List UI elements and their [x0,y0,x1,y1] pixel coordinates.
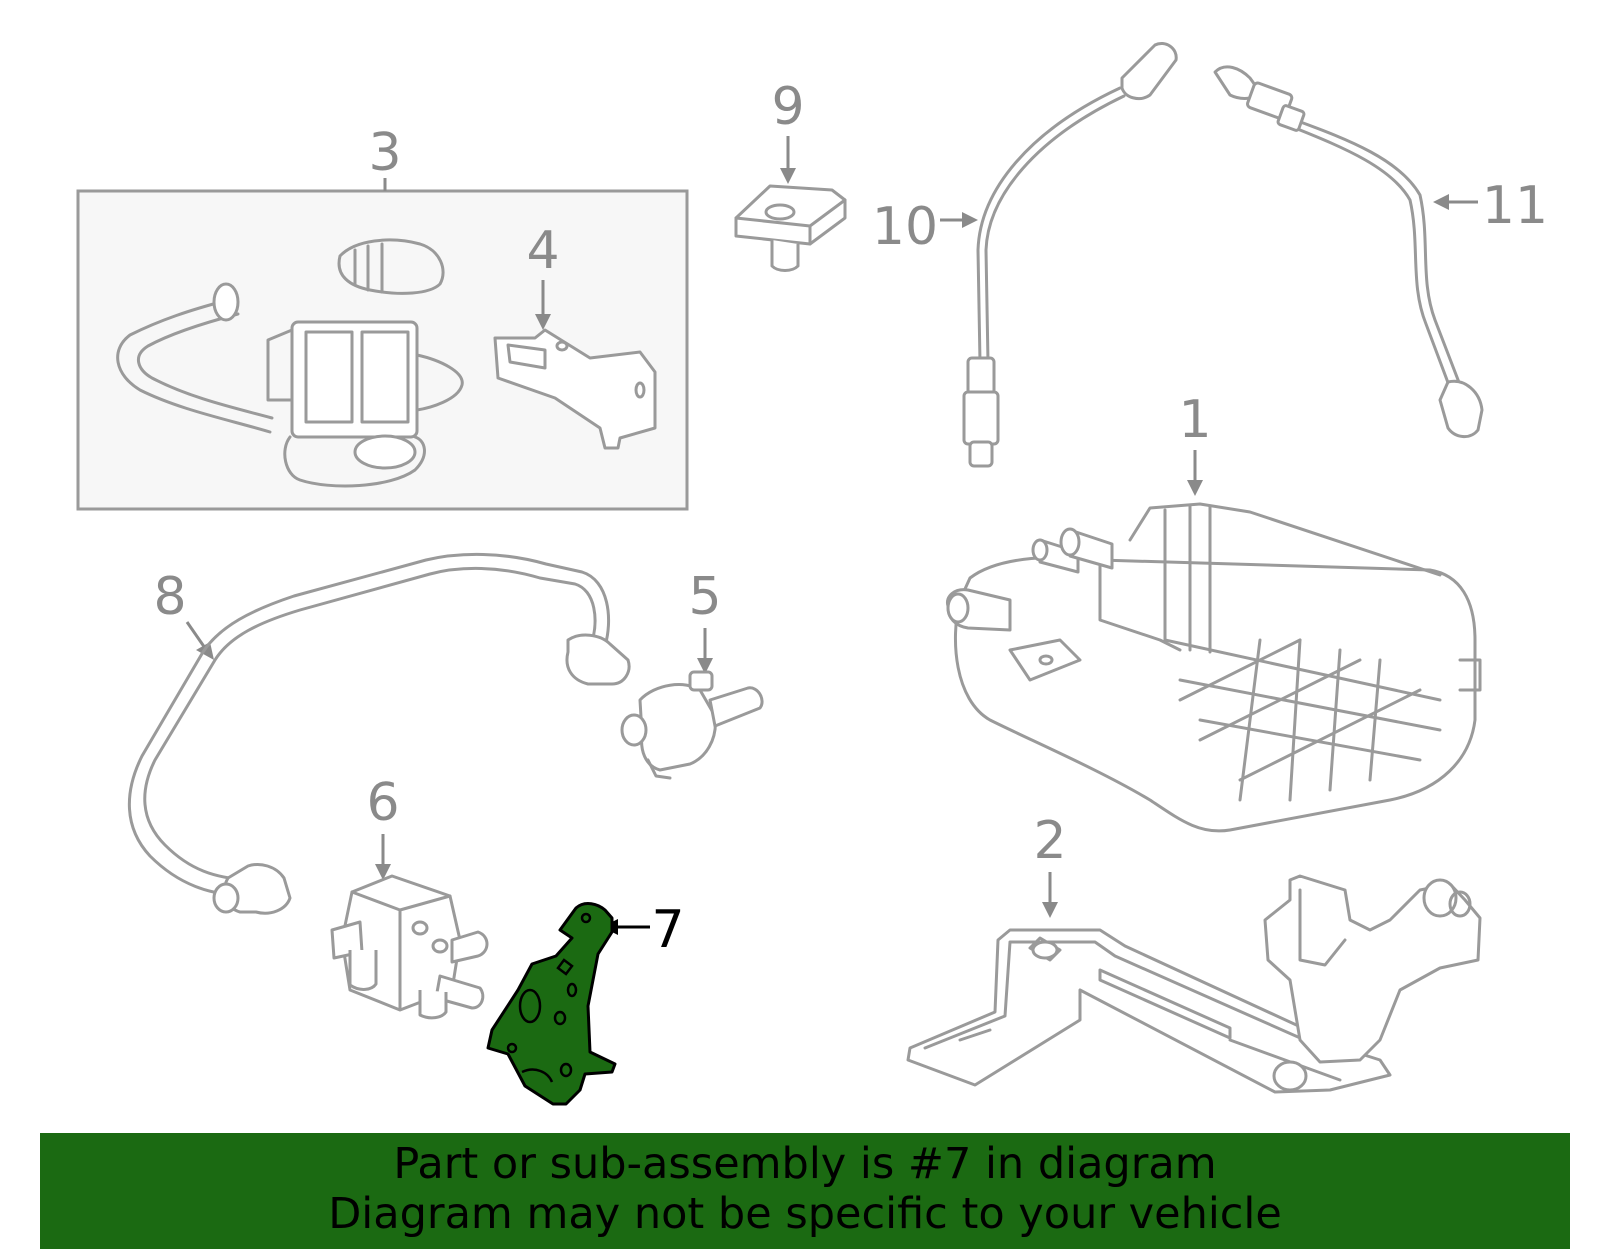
callout-9: 9 [771,77,804,137]
parts-diagram: 3 4 9 10 11 1 8 5 6 2 7 [76,42,1548,1106]
callout-11: 11 [1482,176,1548,236]
part-1-charcoal-canister [945,502,1482,833]
callout-8: 8 [153,567,186,627]
callout-10: 10 [872,197,938,257]
banner-line-2: Diagram may not be specific to your vehi… [328,1189,1282,1239]
part-5-valve [620,670,764,780]
part-6-valve [330,874,489,1020]
callout-6: 6 [366,773,399,833]
part-7-bracket-highlighted [486,902,617,1106]
part-8-vapor-hose [127,552,631,915]
callout-4: 4 [526,221,559,281]
callout-5: 5 [688,567,721,627]
part-11-oxygen-sensor [1213,65,1484,438]
callout-7: 7 [651,900,684,960]
part-2-canister-bracket [906,874,1482,1094]
part-3-purge-valve-assembly [116,238,464,488]
part-10-oxygen-sensor [962,42,1178,468]
banner-line-1: Part or sub-assembly is #7 in diagram [393,1139,1217,1189]
part-4-bracket [493,328,657,450]
callout-1: 1 [1178,390,1211,450]
callout-3: 3 [368,123,401,183]
info-banner: Part or sub-assembly is #7 in diagram Di… [40,1133,1570,1249]
part-9-retainer [734,184,847,272]
callout-2: 2 [1033,811,1066,871]
